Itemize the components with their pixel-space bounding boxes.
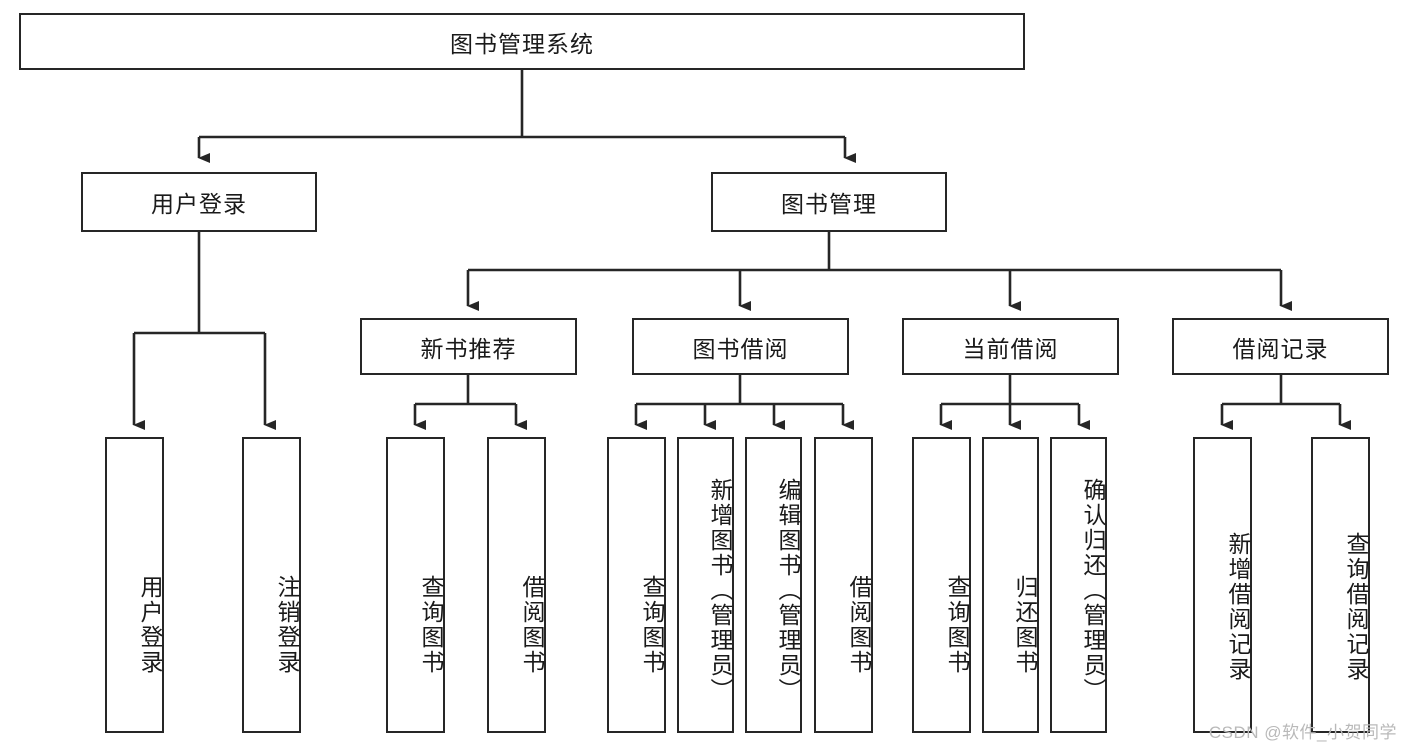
node-root-label: 图书管理系统	[450, 30, 594, 57]
leaf-borrow-book-1[interactable]: 借阅图书	[487, 437, 546, 733]
leaf-query-book-1-label: 查询图书	[418, 575, 444, 675]
leaf-query-book-2[interactable]: 查询图书	[607, 437, 666, 733]
leaf-logout[interactable]: 注销登录	[242, 437, 301, 733]
leaf-borrow-book-2[interactable]: 借阅图书	[814, 437, 873, 733]
leaf-add-borrow-record-label: 新增借阅记录	[1225, 532, 1251, 682]
node-user-login-label: 用户登录	[151, 191, 247, 217]
leaf-query-book-3[interactable]: 查询图书	[912, 437, 971, 733]
leaf-confirm-return-admin[interactable]: 确认归还（管理员）	[1050, 437, 1107, 733]
node-user-login[interactable]: 用户登录	[81, 172, 317, 232]
node-book-borrow-label: 图书借阅	[692, 335, 789, 362]
leaf-edit-book-admin[interactable]: 编辑图书（管理员）	[745, 437, 802, 733]
leaf-edit-book-admin-label: 编辑图书（管理员）	[775, 477, 801, 703]
node-new-book-recommend-label: 新书推荐	[420, 335, 517, 362]
leaf-user-login-label: 用户登录	[137, 575, 163, 675]
leaf-return-book[interactable]: 归还图书	[982, 437, 1039, 733]
leaf-logout-label: 注销登录	[274, 575, 300, 675]
leaf-borrow-book-2-label: 借阅图书	[846, 575, 872, 675]
node-root[interactable]: 图书管理系统	[19, 13, 1025, 70]
node-current-borrow[interactable]: 当前借阅	[902, 318, 1119, 375]
node-borrow-record-label: 借阅记录	[1232, 335, 1329, 362]
leaf-user-login[interactable]: 用户登录	[105, 437, 164, 733]
leaf-query-book-3-label: 查询图书	[944, 575, 970, 675]
leaf-add-book-admin[interactable]: 新增图书（管理员）	[677, 437, 734, 733]
node-new-book-recommend[interactable]: 新书推荐	[360, 318, 577, 375]
leaf-return-book-label: 归还图书	[1012, 575, 1038, 675]
leaf-query-borrow-record-label: 查询借阅记录	[1343, 532, 1369, 682]
node-current-borrow-label: 当前借阅	[962, 335, 1059, 362]
watermark: CSDN @软件_小贺同学	[1208, 723, 1397, 742]
leaf-query-book-1[interactable]: 查询图书	[386, 437, 445, 733]
leaf-add-borrow-record[interactable]: 新增借阅记录	[1193, 437, 1252, 733]
leaf-add-book-admin-label: 新增图书（管理员）	[707, 477, 733, 703]
node-book-management[interactable]: 图书管理	[711, 172, 947, 232]
node-book-borrow[interactable]: 图书借阅	[632, 318, 849, 375]
node-book-management-label: 图书管理	[781, 191, 877, 217]
leaf-borrow-book-1-label: 借阅图书	[519, 575, 545, 675]
leaf-query-book-2-label: 查询图书	[639, 575, 665, 675]
leaf-query-borrow-record[interactable]: 查询借阅记录	[1311, 437, 1370, 733]
node-borrow-record[interactable]: 借阅记录	[1172, 318, 1389, 375]
leaf-confirm-return-admin-label: 确认归还（管理员）	[1080, 477, 1106, 703]
